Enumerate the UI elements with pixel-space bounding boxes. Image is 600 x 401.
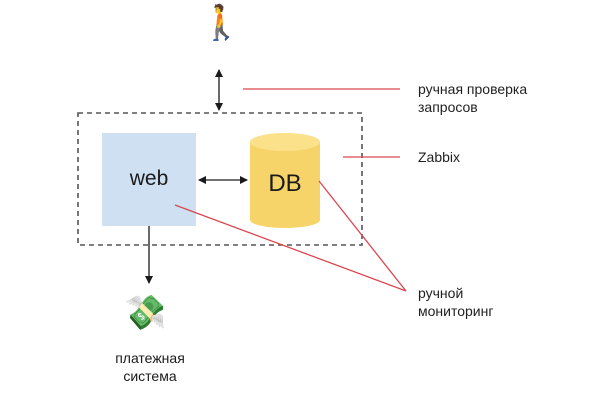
system-boundary [77,112,363,246]
annotation-line2: запросов [418,99,478,115]
annotation-line1: ручной [418,285,464,301]
web-node-box[interactable] [102,133,196,226]
walking-person-icon: 🚶 [200,4,243,42]
db-node-cylinder[interactable] [250,133,320,228]
payment-label-line1: платежная [115,350,185,366]
annotation-line1: ручная проверка [418,81,528,97]
db-node-label: DB [268,170,302,197]
annotation-line2: мониторинг [418,303,494,319]
callout-line-monitoring-web [174,204,407,292]
callout-line-monitoring-db [318,180,407,292]
payment-label-line2: система [123,368,177,384]
payment-system-label: платежная система [90,349,210,385]
annotation-manual-request-check: ручная проверка запросов [418,80,527,116]
annotation-manual-monitoring: ручной мониторинг [418,284,493,320]
web-node-label: web [129,167,169,190]
annotation-line1: Zabbix [418,149,461,165]
annotation-zabbix: Zabbix [418,148,460,166]
money-with-wings-icon: 💸 [124,294,167,332]
